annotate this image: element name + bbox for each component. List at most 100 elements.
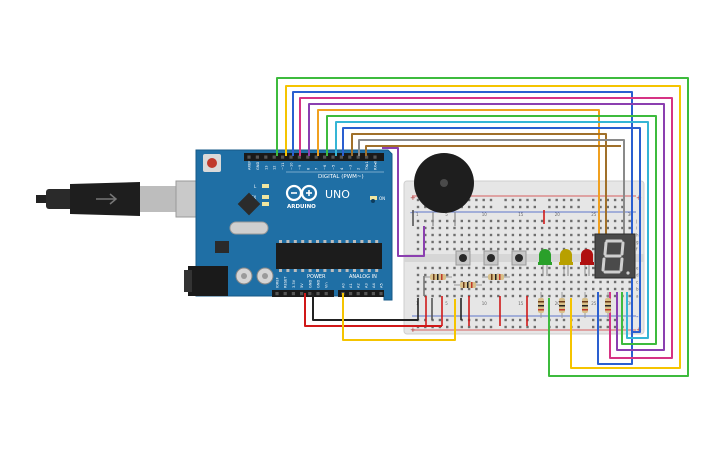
breadboard-hole[interactable] [438,233,442,237]
breadboard-hole[interactable] [562,287,566,291]
rail-hole[interactable] [475,205,478,209]
breadboard-hole[interactable] [584,219,588,223]
breadboard-hole[interactable] [526,226,529,230]
breadboard-hole[interactable] [570,280,573,284]
breadboard-hole[interactable] [570,273,573,277]
push-button-2-cap[interactable] [487,254,495,262]
rail-hole[interactable] [511,198,515,202]
rail-hole[interactable] [533,198,536,202]
rail-hole[interactable] [504,325,507,329]
breadboard-hole[interactable] [577,247,580,251]
power-pin[interactable] [300,292,304,296]
breadboard-hole[interactable] [548,280,551,284]
breadboard-hole[interactable] [577,294,580,298]
breadboard-hole[interactable] [453,247,456,251]
breadboard-hole[interactable] [599,280,602,284]
breadboard-hole[interactable] [533,233,536,237]
breadboard-hole[interactable] [555,273,558,277]
breadboard-hole[interactable] [467,287,471,291]
breadboard-hole[interactable] [431,287,434,291]
digital-pin[interactable] [289,155,293,159]
rail-hole[interactable] [555,318,558,322]
rail-hole[interactable] [446,325,449,329]
breadboard-hole[interactable] [570,266,573,270]
breadboard-hole[interactable] [438,294,442,298]
breadboard-hole[interactable] [453,280,456,284]
rail-hole[interactable] [438,318,442,322]
breadboard-hole[interactable] [519,233,522,237]
breadboard-hole[interactable] [453,240,456,244]
breadboard-hole[interactable] [548,233,551,237]
digital-pin[interactable] [297,155,301,159]
breadboard-hole[interactable] [628,287,631,291]
rail-hole[interactable] [599,325,602,329]
rail-hole[interactable] [511,318,515,322]
rail-hole[interactable] [555,205,558,209]
rail-hole[interactable] [555,198,558,202]
push-button-3-cap[interactable] [515,254,523,262]
breadboard-hole[interactable] [475,219,478,223]
breadboard-hole[interactable] [504,247,507,251]
rail-hole[interactable] [482,198,485,202]
breadboard-hole[interactable] [431,247,434,251]
breadboard-hole[interactable] [431,294,434,298]
breadboard-hole[interactable] [497,226,500,230]
breadboard-hole[interactable] [489,294,493,298]
breadboard-hole[interactable] [497,219,500,223]
breadboard-hole[interactable] [511,233,515,237]
breadboard-hole[interactable] [548,240,551,244]
breadboard-hole[interactable] [504,266,507,270]
breadboard-hole[interactable] [504,287,507,291]
breadboard-hole[interactable] [526,280,529,284]
rail-hole[interactable] [519,318,522,322]
breadboard-hole[interactable] [416,294,420,298]
digital-pin[interactable] [323,155,327,159]
digital-pin[interactable] [255,155,259,159]
rail-hole[interactable] [562,325,566,329]
breadboard-hole[interactable] [621,226,624,230]
breadboard-hole[interactable] [467,226,471,230]
breadboard-hole[interactable] [540,280,544,284]
breadboard-hole[interactable] [475,273,478,277]
rail-hole[interactable] [416,198,420,202]
breadboard-hole[interactable] [504,294,507,298]
breadboard-hole[interactable] [416,226,420,230]
breadboard-hole[interactable] [460,266,463,270]
breadboard-hole[interactable] [540,219,544,223]
breadboard-hole[interactable] [577,219,580,223]
breadboard-hole[interactable] [446,240,449,244]
breadboard-hole[interactable] [592,233,595,237]
breadboard-hole[interactable] [482,294,485,298]
breadboard-hole[interactable] [424,247,427,251]
breadboard-hole[interactable] [504,219,507,223]
rail-hole[interactable] [489,318,493,322]
breadboard-hole[interactable] [467,233,471,237]
rail-hole[interactable] [562,198,566,202]
breadboard-hole[interactable] [424,226,427,230]
analog-pin[interactable] [371,292,375,296]
breadboard-hole[interactable] [540,240,544,244]
breadboard-hole[interactable] [606,219,609,223]
rail-hole[interactable] [489,325,493,329]
rail-hole[interactable] [424,205,427,209]
breadboard-hole[interactable] [446,287,449,291]
breadboard-hole[interactable] [519,226,522,230]
rail-hole[interactable] [504,318,507,322]
digital-pin[interactable] [348,155,352,159]
breadboard-hole[interactable] [606,226,609,230]
breadboard-hole[interactable] [628,219,631,223]
breadboard-hole[interactable] [577,280,580,284]
rail-hole[interactable] [526,325,529,329]
breadboard-hole[interactable] [540,266,544,270]
breadboard-hole[interactable] [570,247,573,251]
breadboard-hole[interactable] [533,226,536,230]
breadboard-hole[interactable] [511,294,515,298]
rail-hole[interactable] [519,325,522,329]
rail-hole[interactable] [460,325,463,329]
breadboard-hole[interactable] [416,287,420,291]
breadboard-hole[interactable] [570,294,573,298]
rail-hole[interactable] [519,198,522,202]
breadboard-hole[interactable] [482,287,485,291]
breadboard-hole[interactable] [416,280,420,284]
breadboard-hole[interactable] [613,219,617,223]
